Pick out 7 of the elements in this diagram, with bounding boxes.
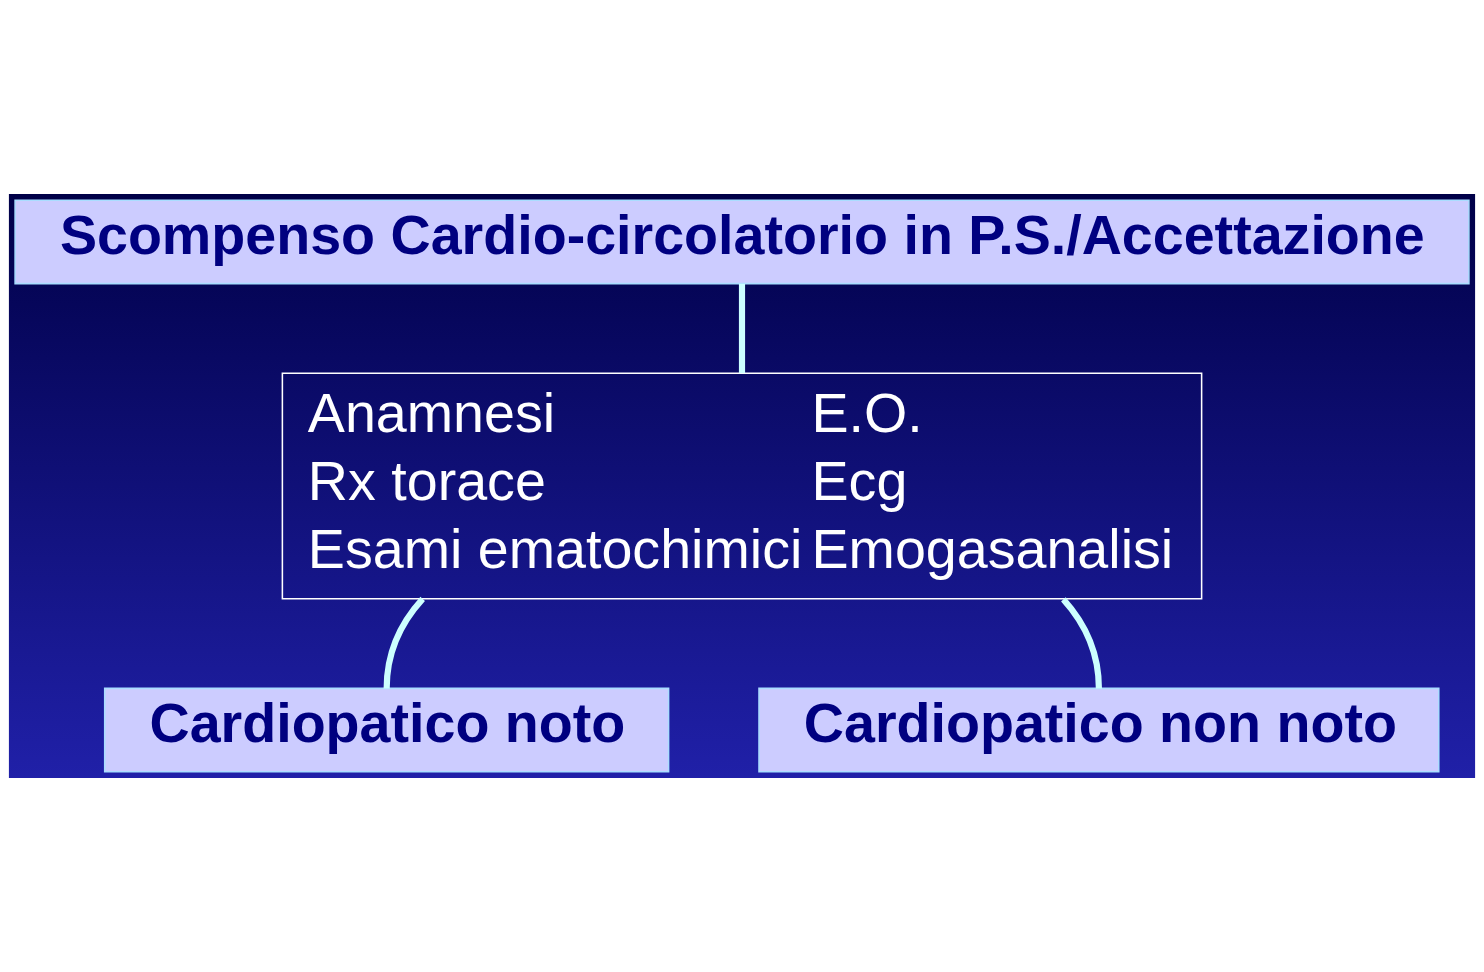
connector: [383, 596, 425, 689]
connector: [1061, 597, 1102, 689]
node-box: Scompenso Cardio-circolatorio in P.S./Accettazione: [14, 199, 1470, 285]
node-box: Anamnesi E.O. Rx torace Ecg Esami ematochimici Emogasanalisi: [281, 372, 1203, 600]
node-box: Cardiopatico noto: [103, 687, 670, 773]
node-box: Cardiopatico non noto: [758, 687, 1440, 773]
connector: [738, 283, 746, 374]
